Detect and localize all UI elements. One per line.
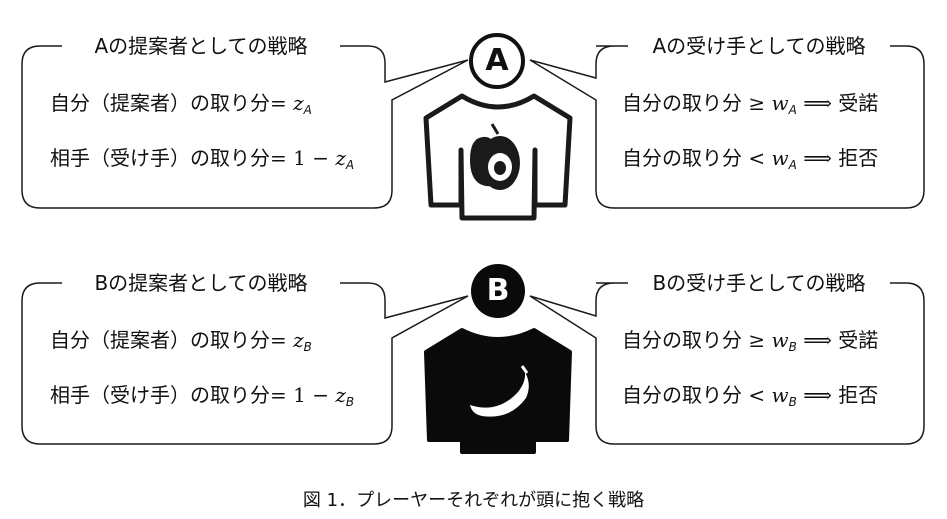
a-proposer-line-other: 相手（受け手）の取り分= 1 − zA xyxy=(50,146,355,172)
a-proposer-title: Aの提案者としての戦略 xyxy=(62,28,340,64)
a-responder-line-reject: 自分の取り分 < wA ⟹ 拒否 xyxy=(622,146,879,172)
b-proposer-line-other: 相手（受け手）の取り分= 1 − zB xyxy=(50,383,355,409)
b-responder-line-accept: 自分の取り分 ≥ wB ⟹ 受諾 xyxy=(622,328,879,354)
implies-arrow-icon: ⟹ xyxy=(803,328,832,352)
b-proposer-line-own: 自分（提案者）の取り分= zB xyxy=(50,328,312,354)
implies-arrow-icon: ⟹ xyxy=(803,146,832,170)
a-responder-line-accept: 自分の取り分 ≥ wA ⟹ 受諾 xyxy=(622,91,879,117)
avocado-shirt-icon xyxy=(423,93,573,221)
b-proposer-bubble xyxy=(21,282,469,445)
banana-shirt-icon xyxy=(424,328,572,454)
a-proposer-bubble xyxy=(21,45,469,209)
a-responder-title: Aの受け手としての戦略 xyxy=(628,28,890,64)
b-responder-line-reject: 自分の取り分 < wB ⟹ 拒否 xyxy=(622,383,879,409)
player-b-avatar: B xyxy=(471,264,525,318)
b-responder-title: Bの受け手としての戦略 xyxy=(628,265,890,301)
implies-arrow-icon: ⟹ xyxy=(803,383,832,407)
figure-caption: 図 1．プレーヤーそれぞれが頭に抱く戦略 xyxy=(302,490,645,511)
player-a-avatar: A xyxy=(469,33,525,89)
a-responder-bubble xyxy=(529,45,925,209)
b-responder-bubble xyxy=(529,282,925,445)
a-proposer-line-own: 自分（提案者）の取り分= zA xyxy=(50,91,312,117)
b-proposer-title: Bの提案者としての戦略 xyxy=(62,265,340,301)
implies-arrow-icon: ⟹ xyxy=(803,91,832,115)
